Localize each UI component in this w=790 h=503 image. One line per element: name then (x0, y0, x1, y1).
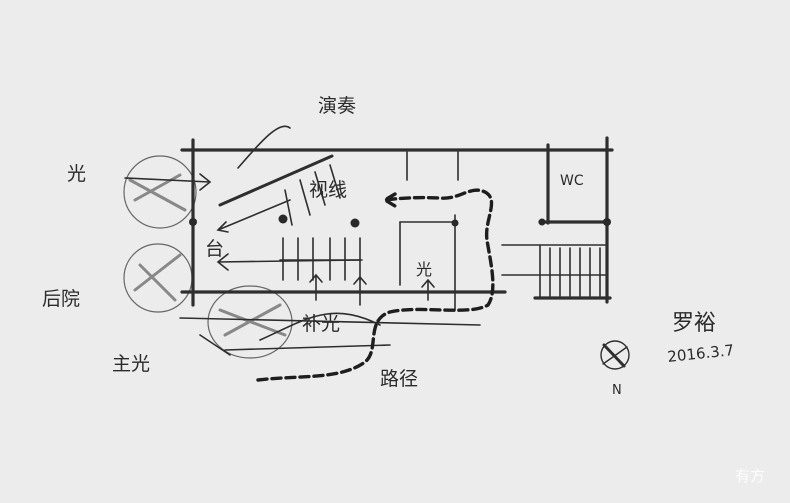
label-main-light: 主光 (112, 353, 150, 375)
walls (180, 136, 614, 307)
tree-sketches (123, 155, 293, 359)
label-backyard: 后院 (42, 288, 80, 310)
label-fill-light: 补光 (302, 313, 340, 335)
label-light-left: 光 (67, 163, 86, 185)
compass-label: N (612, 383, 622, 398)
label-performance: 演奏 (318, 95, 356, 117)
label-path: 路径 (380, 368, 418, 390)
label-wc: WC (560, 173, 584, 189)
sketch-date: 2016.3.7 (667, 341, 735, 366)
label-stage: 台 (205, 238, 224, 260)
circulation-path (256, 188, 495, 382)
north-arrow-icon (600, 340, 630, 370)
label-light-center: 光 (416, 260, 432, 279)
columns (189, 214, 611, 228)
signature: 罗裕 (672, 311, 716, 336)
watermark-logo: 有方 (735, 467, 765, 485)
label-sightline: 视线 (309, 179, 347, 201)
